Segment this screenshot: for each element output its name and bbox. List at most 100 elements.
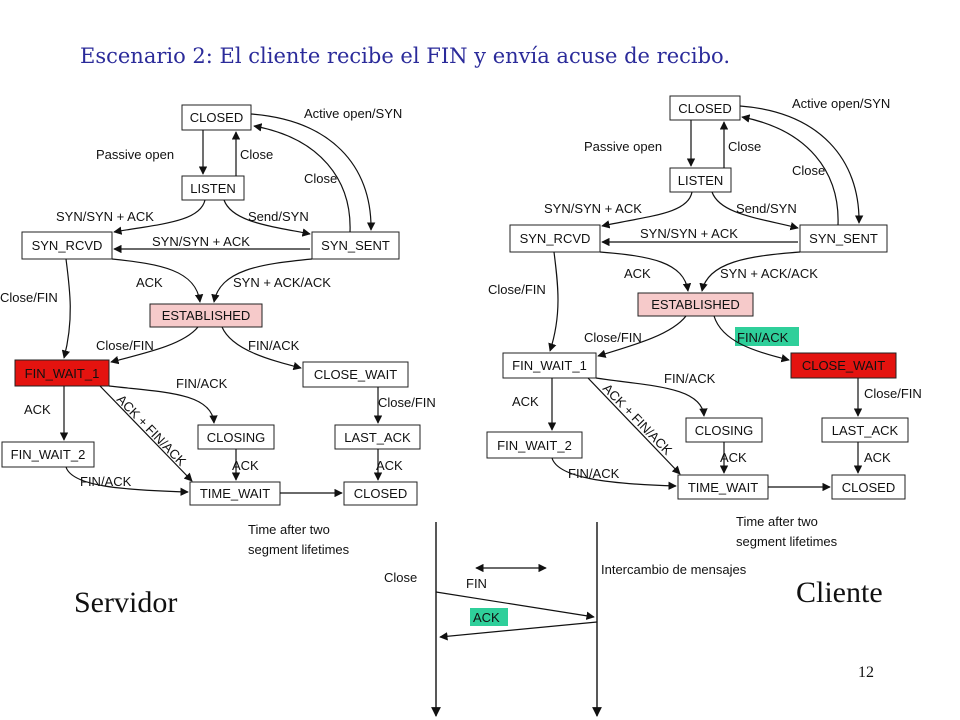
client-fin-ack-highlight xyxy=(735,327,799,346)
client-state-last-ack: LAST_ACK xyxy=(821,417,909,443)
client-edge-close-fin-established xyxy=(597,315,687,358)
client-label-time-after-2: segment lifetimes xyxy=(736,534,838,549)
server-edge-ack-fin-ack xyxy=(99,385,193,482)
server-state-established: ESTABLISHED xyxy=(149,303,263,328)
client-state-listen: LISTEN xyxy=(669,167,732,193)
server-label-active-open: Active open/SYN xyxy=(304,106,402,121)
server-edge-synack-established xyxy=(211,258,313,303)
client-edge-close-fin-synrcvd xyxy=(548,251,559,352)
server-state-syn-rcvd: SYN_RCVD xyxy=(21,231,113,260)
server-label-close-fin-mid: Close/FIN xyxy=(96,338,154,353)
server-label-fin-ack-right: FIN/ACK xyxy=(248,338,300,353)
client-edge-syn-synack xyxy=(601,191,693,229)
exchange-label-ack: ACK xyxy=(473,610,500,625)
client-label-close-b: Close xyxy=(792,163,825,178)
svg-text:FIN_WAIT_1: FIN_WAIT_1 xyxy=(25,366,100,381)
client-edge-fin-ack-closing xyxy=(595,377,708,417)
server-label-close-fin-left: Close/FIN xyxy=(0,290,58,305)
server-label-send-syn: Send/SYN xyxy=(248,209,309,224)
svg-text:LAST_ACK: LAST_ACK xyxy=(344,430,411,445)
client-edge-ack-established xyxy=(599,251,692,292)
client-label-close-fin-left: Close/FIN xyxy=(488,282,546,297)
server-label-time-after-2: segment lifetimes xyxy=(248,542,350,557)
server-edge-fin-ack-finwait2 xyxy=(65,466,189,496)
svg-text:CLOSE_WAIT: CLOSE_WAIT xyxy=(802,358,885,373)
client-edge-fin-ack-finwait2 xyxy=(551,457,677,490)
svg-text:ESTABLISHED: ESTABLISHED xyxy=(651,297,740,312)
client-label-send-syn: Send/SYN xyxy=(736,201,797,216)
client-state-closed-end: CLOSED xyxy=(831,474,906,500)
message-exchange: Close FIN ACK Intercambio de mensajes xyxy=(384,522,747,717)
client-state-syn-rcvd: SYN_RCVD xyxy=(509,224,601,253)
client-label-close-a: Close xyxy=(728,139,761,154)
svg-text:CLOSING: CLOSING xyxy=(207,430,266,445)
svg-text:CLOSED: CLOSED xyxy=(190,110,243,125)
svg-text:CLOSED: CLOSED xyxy=(842,480,895,495)
exchange-ack-arrow xyxy=(439,621,598,641)
svg-text:FIN_WAIT_1: FIN_WAIT_1 xyxy=(512,358,587,373)
server-label-time-after-1: Time after two xyxy=(248,522,330,537)
client-edge-ack-fin-ack xyxy=(587,377,681,475)
server-label-fin-ack-bottom: FIN/ACK xyxy=(80,474,132,489)
client-label-close-fin-right: Close/FIN xyxy=(864,386,922,401)
client-label-syn-ack-ack: SYN + ACK/ACK xyxy=(720,266,818,281)
server-edge-close-fin-established xyxy=(110,326,199,365)
client-label-ack-fin-ack: ACK + FIN/ACK xyxy=(600,381,676,458)
svg-text:SYN_SENT: SYN_SENT xyxy=(809,231,878,246)
client-label-ack: ACK xyxy=(624,266,651,281)
svg-text:CLOSED: CLOSED xyxy=(678,101,731,116)
client-state-closed: CLOSED xyxy=(669,95,741,121)
client-state-close-wait: CLOSE_WAIT xyxy=(790,352,897,379)
svg-text:FIN_WAIT_2: FIN_WAIT_2 xyxy=(497,438,572,453)
server-state-listen: LISTEN xyxy=(181,175,245,201)
server-edge-syn-synack xyxy=(113,199,206,235)
server-label-close-fin-right: Close/FIN xyxy=(378,395,436,410)
exchange-label-intercambio: Intercambio de mensajes xyxy=(601,562,747,577)
cliente-label: Cliente xyxy=(796,576,883,609)
svg-text:SYN_RCVD: SYN_RCVD xyxy=(32,238,103,253)
server-label-syn-syn-ack-mid: SYN/SYN + ACK xyxy=(152,234,250,249)
svg-text:CLOSED: CLOSED xyxy=(354,486,407,501)
server-edge-fin-ack-closing xyxy=(108,385,218,424)
client-label-ack-left: ACK xyxy=(512,394,539,409)
server-state-fin-wait-1: FIN_WAIT_1 xyxy=(14,359,110,387)
client-label-ack-closing: ACK xyxy=(720,450,747,465)
server-edge-fin-ack-established xyxy=(221,326,302,371)
servidor-label: Servidor xyxy=(74,586,178,619)
server-edge-send-syn xyxy=(223,199,311,237)
server-state-syn-sent: SYN_SENT xyxy=(311,231,400,260)
client-state-time-wait: TIME_WAIT xyxy=(677,474,769,500)
server-edge-close-synsent xyxy=(253,123,351,233)
client-state-fin-wait-2: FIN_WAIT_2 xyxy=(486,431,583,459)
server-state-fin-wait-2: FIN_WAIT_2 xyxy=(1,441,95,468)
server-label-passive-open: Passive open xyxy=(96,147,174,162)
server-state-closing: CLOSING xyxy=(197,424,275,450)
client-label-fin-ack-bottom: FIN/ACK xyxy=(568,466,620,481)
page-number: 12 xyxy=(858,664,874,681)
svg-text:LISTEN: LISTEN xyxy=(678,173,724,188)
client-edge-close-synsent xyxy=(741,114,839,226)
svg-text:CLOSE_WAIT: CLOSE_WAIT xyxy=(314,367,397,382)
server-diagram: CLOSED LISTEN SYN_RCVD SYN_SENT ESTABLIS… xyxy=(0,104,436,557)
server-edge-close-fin-synrcvd xyxy=(61,258,71,359)
client-label-close-fin-mid: Close/FIN xyxy=(584,330,642,345)
client-state-syn-sent: SYN_SENT xyxy=(799,224,888,253)
svg-text:TIME_WAIT: TIME_WAIT xyxy=(688,480,758,495)
client-label-syn-syn-ack-mid: SYN/SYN + ACK xyxy=(640,226,738,241)
server-label-close-a: Close xyxy=(240,147,273,162)
server-label-ack-last: ACK xyxy=(376,458,403,473)
client-label-fin-ack-highlight: FIN/ACK xyxy=(737,330,789,345)
server-label-ack-fin-ack: ACK + FIN/ACK xyxy=(114,392,190,469)
client-state-established: ESTABLISHED xyxy=(637,292,754,317)
svg-text:CLOSING: CLOSING xyxy=(695,423,754,438)
client-label-ack-last: ACK xyxy=(864,450,891,465)
client-label-fin-ack-mid: FIN/ACK xyxy=(664,371,716,386)
svg-text:LISTEN: LISTEN xyxy=(190,181,236,196)
client-label-passive-open: Passive open xyxy=(584,139,662,154)
client-edge-send-syn xyxy=(711,191,799,231)
server-label-fin-ack-mid: FIN/ACK xyxy=(176,376,228,391)
client-state-fin-wait-1: FIN_WAIT_1 xyxy=(502,352,597,379)
client-label-time-after-1: Time after two xyxy=(736,514,818,529)
